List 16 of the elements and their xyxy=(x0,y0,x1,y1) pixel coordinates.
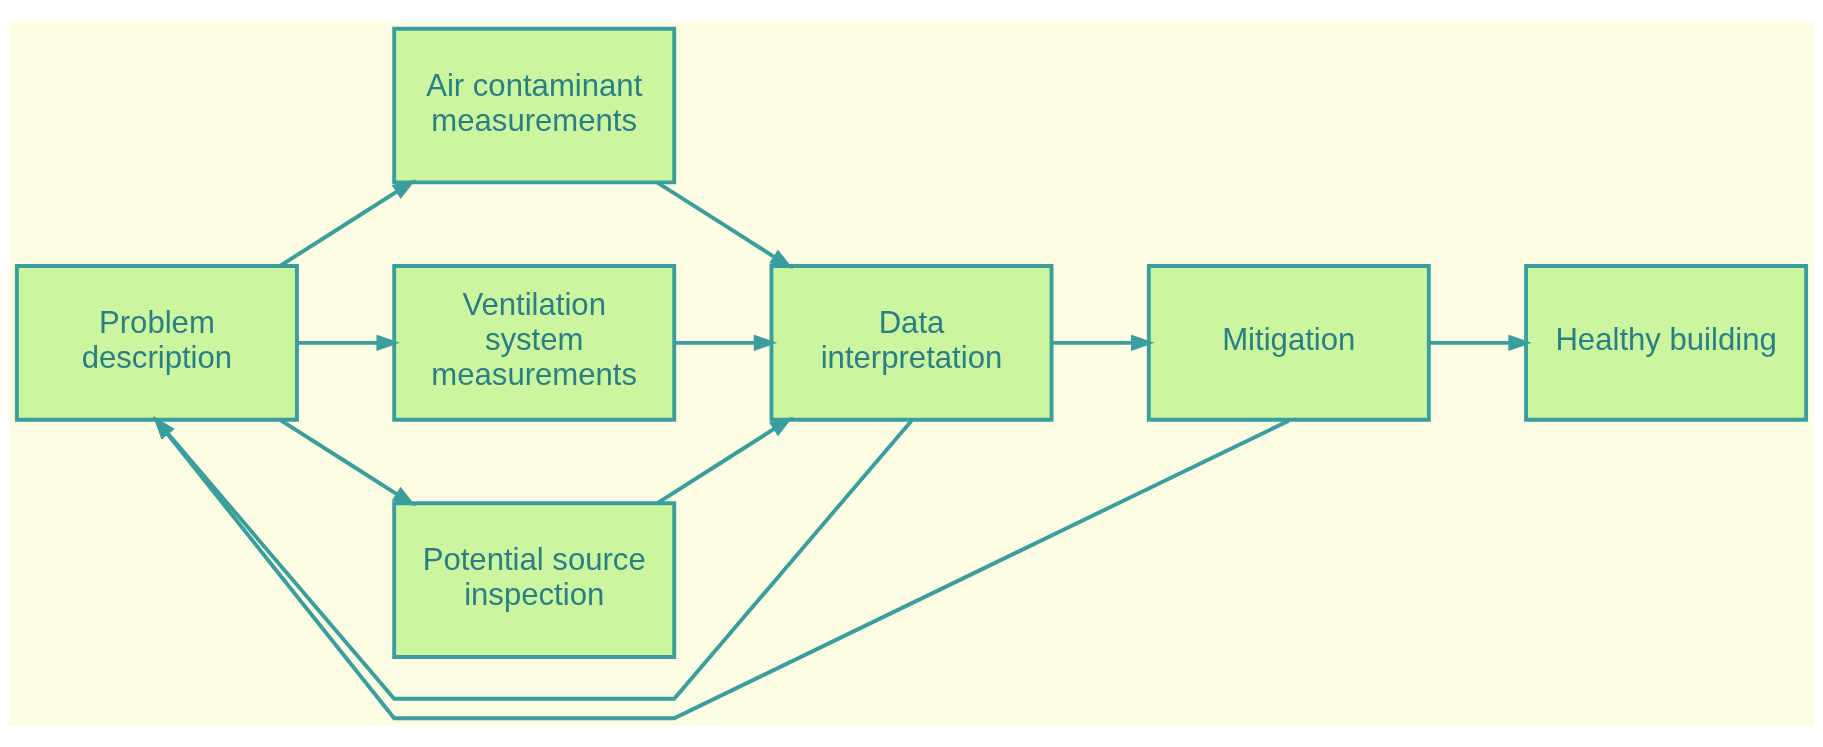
arrow xyxy=(656,416,794,505)
arrow xyxy=(656,181,794,269)
arrow xyxy=(1429,334,1532,352)
arrow xyxy=(153,416,913,701)
node-box: Healthy building xyxy=(1524,264,1809,422)
arrow xyxy=(153,416,1290,721)
node-box: Mitigation xyxy=(1146,264,1431,422)
node-box: Problem description xyxy=(14,264,299,422)
arrow xyxy=(279,418,416,507)
node-box: Potential source inspection xyxy=(392,501,677,659)
node-box: Ventilation system measurements xyxy=(392,264,677,422)
arrow xyxy=(674,334,778,352)
arrow xyxy=(297,334,400,352)
node-box: Data interpretation xyxy=(769,264,1054,422)
arrow xyxy=(1051,334,1155,352)
node-box: Air contaminant measurements xyxy=(392,26,677,185)
